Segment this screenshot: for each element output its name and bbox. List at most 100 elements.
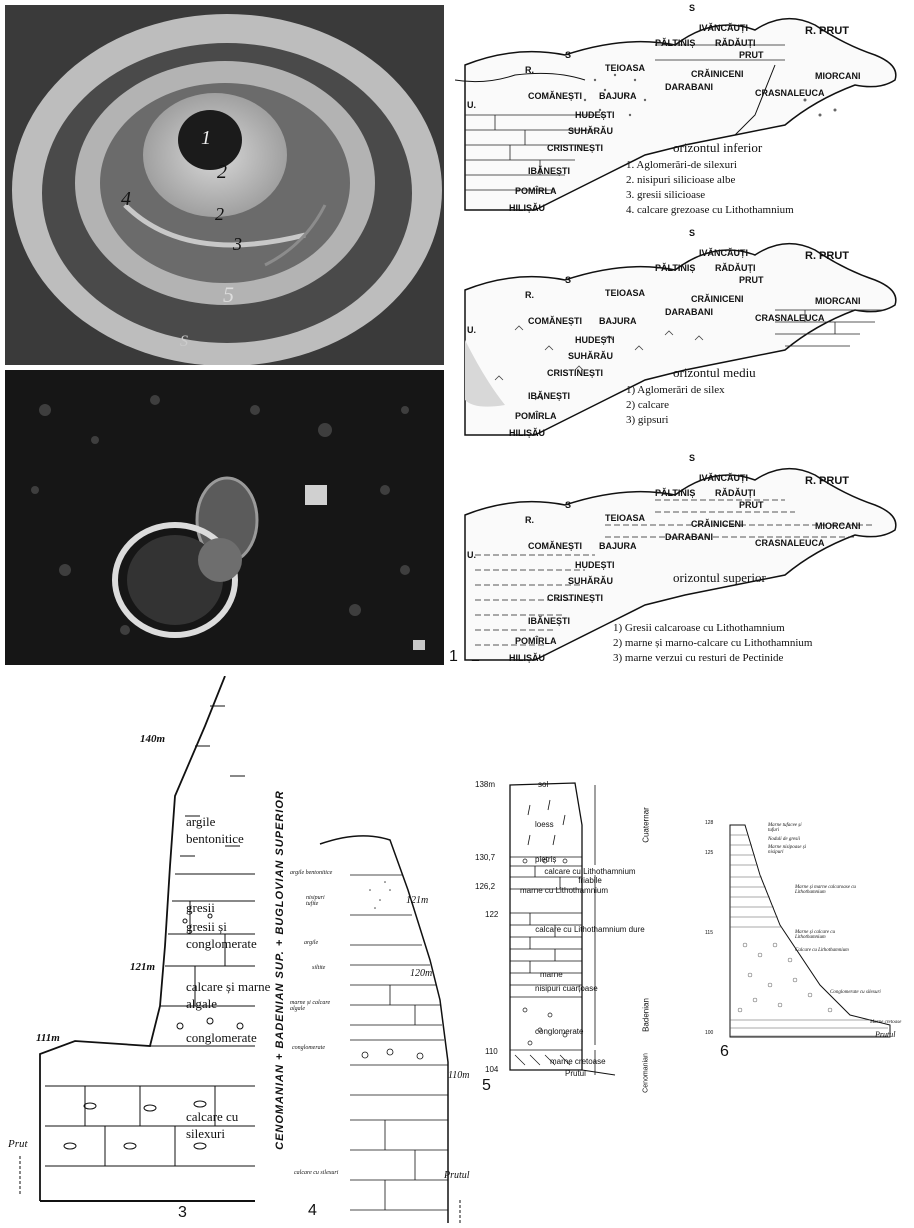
- place-bajura-1: BAJURA: [599, 91, 637, 101]
- sec5-elev-122: 122: [485, 910, 498, 919]
- river-s2-3: S: [565, 500, 571, 510]
- sec5-stage-cenomanian-wrap: Cenomanian: [640, 1050, 652, 1095]
- thin-section-drawing: [5, 370, 444, 665]
- place-hudesti-3: HUDEȘTI: [575, 560, 615, 570]
- sec5-layer-nisipuri: nisipuri cuarțoase: [535, 984, 598, 993]
- place-miorcani-3: MIORCANI: [815, 521, 861, 531]
- sec5-elev-104: 104: [485, 1065, 498, 1074]
- legend-3-item: 1) Gresii calcaroase cu Lithothamnium: [613, 621, 812, 636]
- place-bajura-2: BAJURA: [599, 316, 637, 326]
- photo-label-3: 3: [233, 234, 242, 255]
- sec6-layer-calcare-litho: Calcare cu Lithothamnium: [795, 948, 875, 953]
- sec6-elev-100: 100: [705, 1030, 713, 1036]
- place-paltinis-3: PĂLTINIȘ: [655, 488, 695, 498]
- concretion-photo: 1 2 4 2 3 5 S: [5, 5, 444, 365]
- sec5-layer-marne-litho: marne cu Lithothamnium: [520, 886, 608, 895]
- map-3-horizon: orizontul superior: [673, 570, 766, 586]
- sec6-layer-marne-calcare: Marne și calcare cu Lithothamnium: [795, 930, 865, 940]
- map-2-legend: 1) Aglomerări de silex 2) calcare 3) gip…: [626, 383, 725, 428]
- sec6-layer-marne-tufacee: Marne tufacee și tufuri: [768, 823, 813, 833]
- photo-label-1: 1: [201, 127, 211, 150]
- place-suharau-3: SUHĂRĂU: [568, 576, 613, 586]
- figure-number-4: 4: [308, 1202, 317, 1220]
- place-pomirla-1: POMÎRLA: [515, 186, 557, 196]
- place-suharau-1: SUHĂRĂU: [568, 126, 613, 136]
- elev-121m: 121m: [130, 961, 155, 973]
- place-cristinesti-2: CRISTINEȘTI: [547, 368, 603, 378]
- legend-2-item: 1) Aglomerări de silex: [626, 383, 725, 398]
- sec4-layer-siltite: siltite: [312, 965, 325, 971]
- concretion-drawing: [5, 5, 444, 365]
- section-6: 128 125 115 100 Marne tufacee și tufuri …: [700, 815, 914, 1055]
- sec4-elev-121m: 121m: [406, 895, 428, 906]
- place-prut-2: PRUT: [739, 275, 764, 285]
- section-5: 138m 130,7 126,2 122 110 104 sol loess p…: [470, 765, 695, 1095]
- river-prut-section3: Prut: [8, 1138, 28, 1150]
- legend-2-item: 3) gipsuri: [626, 413, 725, 428]
- section-4: argile bentonitice nisipuri tufite argil…: [290, 830, 470, 1223]
- legend-1-item: 3. gresii silicioase: [626, 188, 794, 203]
- layer-gresii-conglomerate: gresii și conglomerate: [186, 918, 276, 952]
- place-paltinis-2: PĂLTINIȘ: [655, 263, 695, 273]
- layer-calcare-silexuri: calcare cu silexuri: [186, 1108, 248, 1142]
- place-pomirla-2: POMÎRLA: [515, 411, 557, 421]
- river-prut-1: R. PRUT: [805, 25, 849, 37]
- sec5-stage-cuaternar-wrap: Cuaternar: [640, 785, 652, 865]
- section-3: 140m 121m 111m argile bentonitice gresii…: [0, 676, 270, 1223]
- layer-gresii: gresii: [186, 900, 215, 916]
- age-vertical-label: CENOMANIAN + BADENIAN SUP. + BUGLOVIAN S…: [270, 730, 290, 1210]
- sec6-layer-prutul: Prutul: [875, 1030, 895, 1039]
- place-pomirla-3: POMÎRLA: [515, 636, 557, 646]
- sec6-layer-marne-calcaroase: Marne și marne calcaroase cu Lithothamni…: [795, 885, 870, 895]
- sec5-layer-conglomerate: conglomerate: [535, 1027, 583, 1036]
- place-crasnaleuca-1: CRASNALEUCA: [755, 88, 825, 98]
- map-1-legend: 1. Aglomerări-de silexuri 2. nisipuri si…: [626, 158, 794, 218]
- sec6-elev-115: 115: [705, 930, 713, 936]
- sec5-stage-cenomanian: Cenomanian: [643, 1053, 650, 1093]
- map-upper-horizon: S R. PRUT R. S U. IVĂNCĂUȚI PĂLTINIȘ RĂD…: [455, 455, 909, 670]
- place-comanesti-3: COMĂNEȘTI: [528, 541, 582, 551]
- place-prut-3: PRUT: [739, 500, 764, 510]
- sec6-layer-conglomerate: Conglomerate cu silexuri: [830, 990, 890, 995]
- place-miorcani-1: MIORCANI: [815, 71, 861, 81]
- place-ibanesti-2: IBĂNEȘTI: [528, 391, 570, 401]
- legend-1-item: 4. calcare grezoase cu Lithothamnium: [626, 203, 794, 218]
- sec5-elev-126: 126,2: [475, 882, 495, 891]
- layer-argile-bentonitice: argile bentonitice: [186, 813, 262, 847]
- place-prut-1: PRUT: [739, 50, 764, 60]
- figure-number-3: 3: [178, 1204, 187, 1222]
- sec5-stage-badenian-wrap: Badenian: [640, 985, 652, 1045]
- place-darabani-2: DARABANI: [665, 307, 713, 317]
- sec5-layer-loess: loess: [535, 820, 554, 829]
- figure-number-6: 6: [720, 1043, 729, 1061]
- river-s-1: S: [689, 3, 695, 13]
- place-darabani-3: DARABANI: [665, 532, 713, 542]
- place-hudesti-1: HUDEȘTI: [575, 110, 615, 120]
- sec5-elev-130: 130,7: [475, 853, 495, 862]
- place-crainiceni-1: CRĂINICENI: [691, 69, 744, 79]
- place-ibanesti-1: IBĂNEȘTI: [528, 166, 570, 176]
- photo-label-5: 5: [223, 282, 234, 308]
- place-bajura-3: BAJURA: [599, 541, 637, 551]
- layer-calcare-marne: calcare și marne algale: [186, 978, 272, 1012]
- photo-label-4: 4: [121, 188, 131, 211]
- legend-1-item: 1. Aglomerări-de silexuri: [626, 158, 794, 173]
- sec4-elev-110m: 110m: [448, 1070, 469, 1081]
- sec5-stage-cuaternar: Cuaternar: [642, 807, 651, 843]
- place-teioasa-3: TEIOASA: [605, 513, 645, 523]
- place-ibanesti-3: IBĂNEȘTI: [528, 616, 570, 626]
- place-comanesti-2: COMĂNEȘTI: [528, 316, 582, 326]
- sec6-elev-128: 128: [705, 820, 713, 826]
- sec6-layer-marne-nisipoase: Marne nisipoase și nisipuri: [768, 845, 813, 855]
- layer-conglomerate: conglomerate: [186, 1030, 257, 1046]
- river-s-2: S: [689, 228, 695, 238]
- place-miorcani-2: MIORCANI: [815, 296, 861, 306]
- river-u-1: U.: [467, 100, 476, 110]
- map-lower-horizon: S R. PRUT R. S U. IVĂNCĂUȚI PĂLTINIȘ RĂD…: [455, 5, 909, 220]
- place-suharau-2: SUHĂRĂU: [568, 351, 613, 361]
- elev-140m: 140m: [140, 733, 165, 745]
- sec4-layer-marne-calcare: marne și calcare algale: [290, 1000, 340, 1012]
- place-crainiceni-2: CRĂINICENI: [691, 294, 744, 304]
- place-radauti-3: RĂDĂUȚI: [715, 488, 756, 498]
- place-hilisau-1: HILIȘĂU: [509, 203, 545, 213]
